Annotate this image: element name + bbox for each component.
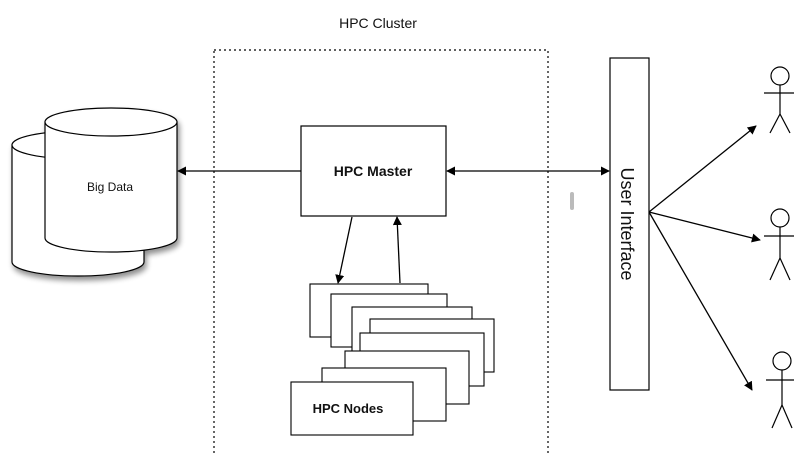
big-data-storage [11, 107, 178, 277]
ui-to-user-2-arrow [648, 211, 761, 243]
master-to-nodes-arrow [335, 216, 353, 284]
hpc-master-box [300, 125, 447, 217]
storage-cylinder-front [44, 107, 178, 253]
ui-to-user-3-arrow [648, 211, 753, 391]
hpc-master-label: HPC Master [334, 163, 413, 179]
user-interface-label: User Interface [617, 167, 637, 280]
node-card-front [290, 381, 414, 436]
user-interface-bar [609, 57, 650, 391]
ui-to-user-1-arrow [648, 125, 757, 213]
hpc-nodes-label: HPC Nodes [313, 401, 384, 416]
nodes-to-master-arrow [392, 216, 402, 284]
hpc-nodes-stack [290, 283, 495, 436]
user-icon [764, 66, 794, 134]
smudge-mark [570, 192, 574, 210]
storage-label: Big Data [87, 180, 133, 194]
user-icon [766, 351, 794, 429]
cluster-title: HPC Cluster [339, 15, 417, 31]
user-icon [764, 208, 794, 281]
cluster-boundary [213, 49, 549, 454]
